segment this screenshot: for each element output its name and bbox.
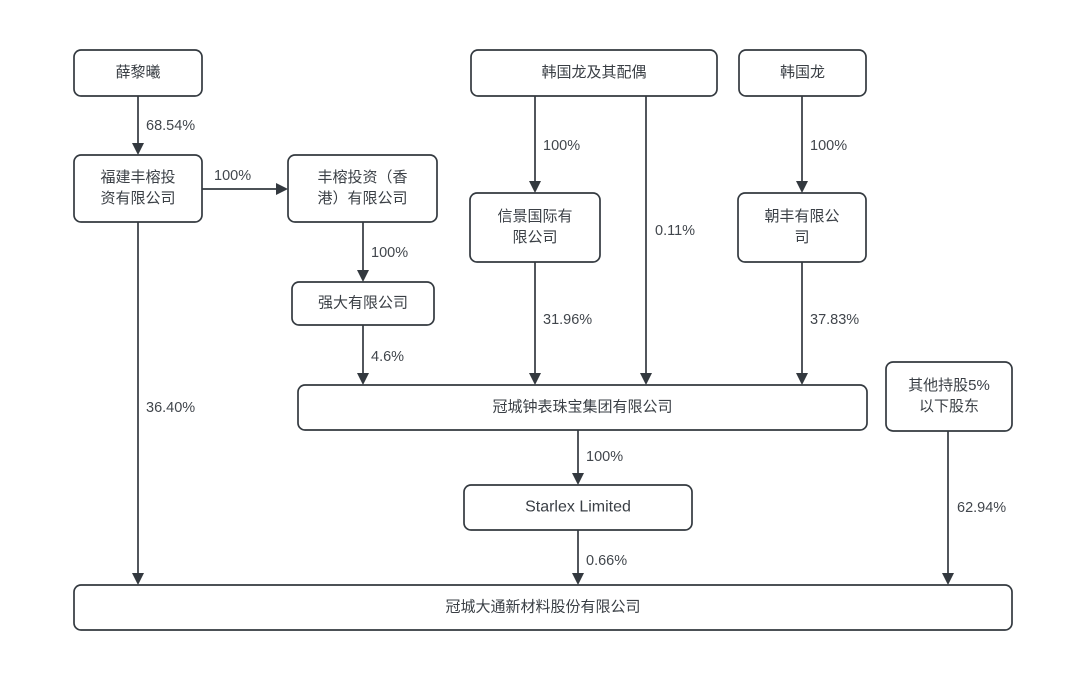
ownership-edge: 4.6% [357, 325, 404, 385]
entity-box[interactable] [73, 49, 203, 97]
arrowhead-icon [796, 181, 808, 193]
ownership-edge: 62.94% [942, 431, 1006, 585]
entity-box[interactable] [73, 584, 1013, 631]
nodes-layer: 薛黎曦福建丰榕投资有限公司丰榕投资（香港）有限公司强大有限公司韩国龙及其配偶韩国… [73, 49, 1013, 631]
entity-label: 韩国龙及其配偶 [541, 64, 646, 81]
arrowhead-icon [357, 373, 369, 385]
entity-node-starlex-limited[interactable]: Starlex Limited [463, 484, 693, 531]
arrowhead-icon [357, 270, 369, 282]
entity-label: 以下股东 [919, 398, 979, 415]
entity-node-han-guolong-spouse[interactable]: 韩国龙及其配偶 [470, 49, 718, 97]
arrowhead-icon [572, 573, 584, 585]
arrowhead-icon [796, 373, 808, 385]
edge-percent-label: 68.54% [146, 118, 195, 134]
ownership-edge: 36.40% [132, 222, 195, 585]
entity-box[interactable] [297, 384, 868, 431]
entity-label: 朝丰有限公 [764, 208, 839, 225]
entity-box[interactable] [463, 484, 693, 531]
entity-label: 信景国际有 [497, 208, 572, 225]
edge-percent-label: 100% [214, 168, 251, 184]
arrowhead-icon [276, 183, 288, 195]
edge-percent-label: 0.66% [586, 553, 627, 569]
entity-box[interactable] [291, 281, 435, 326]
entity-box[interactable] [738, 49, 867, 97]
arrowhead-icon [942, 573, 954, 585]
entity-label: 港）有限公司 [317, 190, 407, 207]
entity-node-han-guolong[interactable]: 韩国龙 [738, 49, 867, 97]
arrowhead-icon [572, 473, 584, 485]
entity-label: 冠城大通新材料股份有限公司 [445, 598, 640, 615]
edge-percent-label: 100% [586, 449, 623, 465]
entity-label: 福建丰榕投 [100, 169, 175, 186]
entity-box[interactable] [737, 192, 867, 263]
edge-percent-label: 100% [543, 138, 580, 154]
entity-label: 薛黎曦 [115, 64, 160, 81]
entity-label: 强大有限公司 [318, 294, 408, 311]
edge-percent-label: 100% [810, 138, 847, 154]
edge-percent-label: 36.40% [146, 400, 195, 416]
entity-node-xue-lixi[interactable]: 薛黎曦 [73, 49, 203, 97]
entity-label: 冠城钟表珠宝集团有限公司 [492, 398, 672, 415]
arrowhead-icon [529, 181, 541, 193]
entity-label: Starlex Limited [525, 499, 631, 516]
ownership-edge: 31.96% [529, 262, 592, 385]
arrowhead-icon [529, 373, 541, 385]
entity-label: 丰榕投资（香 [317, 169, 407, 186]
edge-percent-label: 100% [371, 245, 408, 261]
entity-box[interactable] [469, 192, 601, 263]
ownership-edge: 100% [202, 168, 288, 195]
ownership-edge: 0.11% [640, 96, 695, 385]
entity-node-fengrong-hk[interactable]: 丰榕投资（香港）有限公司 [287, 154, 438, 223]
ownership-edge: 37.83% [796, 262, 859, 385]
edge-percent-label: 62.94% [957, 500, 1006, 516]
edge-percent-label: 4.6% [371, 349, 404, 365]
entity-node-other-shareholders[interactable]: 其他持股5% 以下股东 [885, 361, 1013, 432]
edge-percent-label: 0.11% [655, 223, 695, 239]
entity-box[interactable] [287, 154, 438, 223]
arrowhead-icon [132, 573, 144, 585]
ownership-edge: 100% [572, 430, 623, 485]
entity-label: 韩国龙 [780, 64, 825, 81]
ownership-edge: 68.54% [132, 96, 195, 155]
entity-label: 资有限公司 [100, 190, 175, 207]
arrowhead-icon [132, 143, 144, 155]
entity-node-qiangda[interactable]: 强大有限公司 [291, 281, 435, 326]
ownership-edge: 0.66% [572, 530, 627, 585]
entity-node-guancheng-watch-group[interactable]: 冠城钟表珠宝集团有限公司 [297, 384, 868, 431]
edges-layer: 68.54% 100% 100% 4.6% 36.40% 100% 31.96% 0.11% 1… [132, 96, 1006, 585]
entity-box[interactable] [885, 361, 1013, 432]
edge-percent-label: 37.83% [810, 312, 859, 328]
ownership-edge: 100% [796, 96, 847, 193]
edge-percent-label: 31.96% [543, 312, 592, 328]
entity-node-guancheng-datong[interactable]: 冠城大通新材料股份有限公司 [73, 584, 1013, 631]
entity-box[interactable] [73, 154, 203, 223]
arrowhead-icon [640, 373, 652, 385]
entity-label: 限公司 [512, 229, 557, 246]
entity-box[interactable] [470, 49, 718, 97]
entity-label: 司 [794, 229, 809, 246]
entity-label: 其他持股5% [908, 377, 990, 394]
ownership-edge: 100% [529, 96, 580, 193]
ownership-edge: 100% [357, 222, 408, 282]
